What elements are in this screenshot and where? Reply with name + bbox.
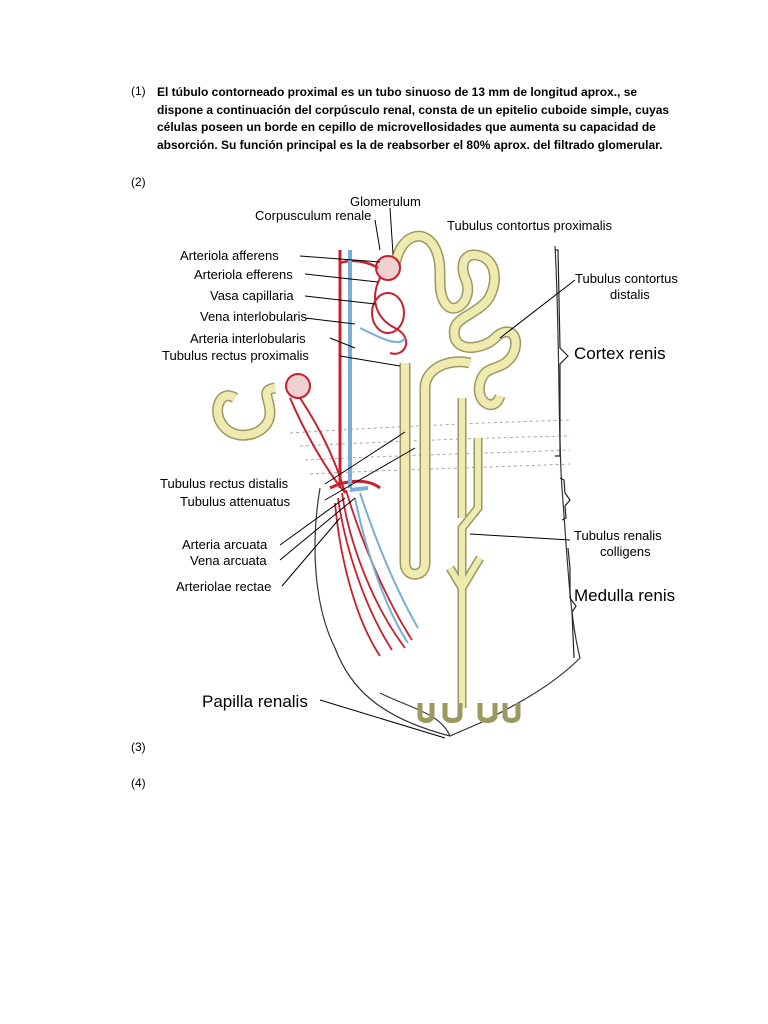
label-tubulus-contortus-distalis-1: Tubulus contortus [575, 271, 678, 286]
vena-arcuata-branch [349, 486, 369, 492]
medulla-bracket [559, 477, 571, 521]
marker-2: (2) [131, 175, 146, 189]
marker-4: (4) [131, 776, 146, 790]
marker-3: (3) [131, 740, 146, 754]
label-papilla-renalis: Papilla renalis [202, 692, 308, 711]
label-tubulus-contortus-distalis-2: distalis [610, 287, 650, 302]
label-tubulus-attenuatus: Tubulus attenuatus [180, 494, 291, 509]
label-medulla-renis: Medulla renis [574, 586, 675, 605]
paragraph-number: (1) [131, 84, 146, 98]
label-arteria-interlobularis: Arteria interlobularis [190, 331, 306, 346]
label-cortex-renis: Cortex renis [574, 344, 666, 363]
label-arteria-arcuata: Arteria arcuata [182, 537, 268, 552]
label-glomerulum: Glomerulum [350, 194, 421, 209]
label-corpusculum: Corpusculum renale [255, 208, 371, 223]
papilla-outline [379, 692, 451, 737]
arteriolae-rectae-bundle [334, 489, 413, 657]
label-tubulus-rectus-distalis: Tubulus rectus distalis [160, 476, 289, 491]
label-tubulus-contortus-proximalis: Tubulus contortus proximalis [447, 218, 612, 233]
label-tubulus-rectus-proximalis: Tubulus rectus proximalis [162, 348, 309, 363]
medulla-bracket-2 [567, 547, 577, 659]
paragraph-text: El túbulo contorneado proximal es un tub… [157, 85, 670, 152]
efferent-capillaries [374, 277, 408, 355]
label-tubulus-renalis-colligens-1: Tubulus renalis [574, 528, 662, 543]
label-arteriola-afferens: Arteriola afferens [180, 248, 279, 263]
cortex-boundary-4 [309, 463, 571, 475]
label-arteriola-efferens: Arteriola efferens [194, 267, 293, 282]
papilla-ducts [417, 703, 521, 723]
capillary-bed [371, 292, 405, 334]
label-vena-interlobularis: Vena interlobularis [200, 309, 307, 324]
glomerulus-lower [285, 373, 311, 399]
nephron-diagram: Glomerulum Corpusculum renale Tubulus co… [160, 194, 678, 739]
arcuate-vessels [329, 479, 381, 490]
leader-lines [279, 207, 576, 739]
lower-arterioles [289, 397, 346, 494]
vein-net [354, 327, 419, 644]
label-tubulus-renalis-colligens-2: colligens [600, 544, 651, 559]
cortex-bracket [555, 249, 569, 457]
label-arteriolae-rectae: Arteriolae rectae [176, 579, 271, 594]
cortex-boundary-3 [304, 449, 571, 461]
label-vasa-capillaria: Vasa capillaria [210, 288, 294, 303]
label-vena-arcuata: Vena arcuata [190, 553, 267, 568]
afferent-arteriole [339, 259, 379, 270]
glomerulus-upper [375, 255, 401, 281]
paragraph-1: (1) El túbulo contorneado proximal es un… [131, 84, 671, 154]
